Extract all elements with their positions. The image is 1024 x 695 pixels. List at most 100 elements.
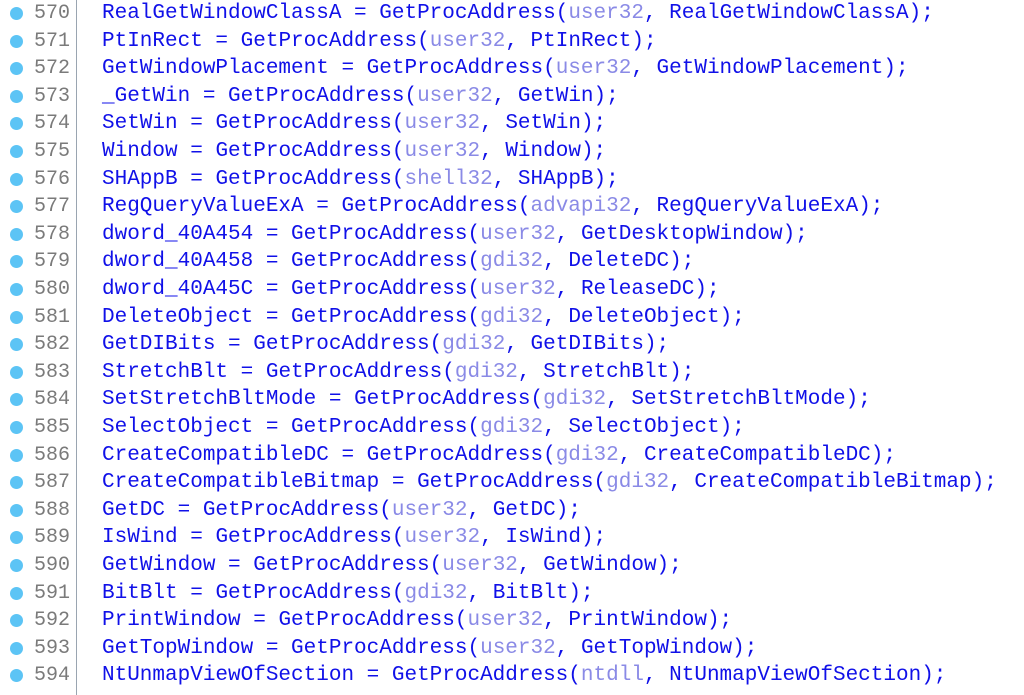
proc-name-arg[interactable]: GetDC	[492, 498, 556, 522]
code-text[interactable]: SHAppB = GetProcAddress(shell32, SHAppB)…	[102, 167, 619, 191]
function-call[interactable]: GetProcAddress	[265, 360, 443, 384]
assign-target[interactable]: PrintWindow	[102, 609, 241, 633]
function-call[interactable]: GetProcAddress	[366, 443, 544, 467]
code-text[interactable]: CreateCompatibleBitmap = GetProcAddress(…	[102, 471, 997, 495]
function-call[interactable]: GetProcAddress	[291, 250, 468, 274]
module-handle[interactable]: user32	[404, 526, 481, 550]
function-call[interactable]: GetProcAddress	[253, 333, 430, 357]
proc-name-arg[interactable]: SelectObject	[568, 416, 720, 439]
proc-name-arg[interactable]: PrintWindow	[568, 609, 707, 633]
module-handle[interactable]: user32	[480, 636, 556, 660]
code-text[interactable]: BitBlt = GetProcAddress(gdi32, BitBlt);	[102, 581, 594, 605]
code-text[interactable]: GetDC = GetProcAddress(user32, GetDC);	[102, 498, 581, 522]
breakpoint-dot-icon[interactable]	[10, 476, 23, 490]
proc-name-arg[interactable]: SetWin	[505, 112, 581, 136]
code-text[interactable]: NtUnmapViewOfSection = GetProcAddress(nt…	[102, 664, 947, 688]
proc-name-arg[interactable]: Window	[505, 140, 581, 163]
code-text[interactable]: PtInRect = GetProcAddress(user32, PtInRe…	[102, 29, 657, 53]
function-call[interactable]: GetProcAddress	[215, 140, 392, 163]
code-text[interactable]: IsWind = GetProcAddress(user32, IsWind);	[102, 526, 607, 550]
function-call[interactable]: GetProcAddress	[228, 84, 405, 108]
breakpoint-dot-icon[interactable]	[10, 172, 23, 186]
code-text[interactable]: GetWindow = GetProcAddress(user32, GetWi…	[102, 554, 682, 577]
proc-name-arg[interactable]: GetTopWindow	[580, 636, 733, 660]
proc-name-arg[interactable]: ReleaseDC	[580, 278, 695, 301]
function-call[interactable]: GetProcAddress	[291, 636, 468, 660]
module-handle[interactable]: gdi32	[480, 305, 544, 329]
code-text[interactable]: SetWin = GetProcAddress(user32, SetWin);	[102, 112, 607, 136]
assign-target[interactable]: PtInRect	[102, 29, 203, 53]
assign-target[interactable]: dword_40A45C	[102, 278, 254, 301]
breakpoint-dot-icon[interactable]	[10, 310, 23, 324]
assign-target[interactable]: RealGetWindowClassA	[102, 2, 342, 25]
module-handle[interactable]: gdi32	[480, 250, 544, 274]
proc-name-arg[interactable]: GetDIBits	[530, 333, 644, 357]
proc-name-arg[interactable]: DeleteDC	[568, 250, 670, 274]
breakpoint-dot-icon[interactable]	[10, 227, 23, 241]
breakpoint-dot-icon[interactable]	[10, 34, 23, 48]
module-handle[interactable]: user32	[417, 84, 493, 108]
module-handle[interactable]: user32	[480, 278, 556, 301]
breakpoint-dot-icon[interactable]	[10, 7, 23, 20]
code-line[interactable]: 573_GetWin = GetProcAddress(user32, GetW…	[0, 83, 1024, 111]
breakpoint-dot-icon[interactable]	[10, 614, 23, 628]
proc-name-arg[interactable]: GetWindow	[543, 554, 657, 577]
assign-target[interactable]: NtUnmapViewOfSection	[102, 664, 355, 688]
code-text[interactable]: RealGetWindowClassA = GetProcAddress(use…	[102, 2, 934, 25]
assign-target[interactable]: GetWindowPlacement	[102, 57, 329, 81]
breakpoint-dot-icon[interactable]	[10, 283, 23, 296]
assign-target[interactable]: _GetWin	[102, 84, 191, 108]
assign-target[interactable]: GetDIBits	[102, 333, 216, 357]
function-call[interactable]: GetProcAddress	[291, 222, 468, 246]
proc-name-arg[interactable]: GetWin	[517, 84, 594, 108]
code-text[interactable]: DeleteObject = GetProcAddress(gdi32, Del…	[102, 305, 745, 329]
assign-target[interactable]: RegQueryValueExA	[102, 195, 304, 219]
proc-name-arg[interactable]: PtInRect	[530, 29, 632, 53]
assign-target[interactable]: GetTopWindow	[102, 636, 254, 660]
module-handle[interactable]: gdi32	[454, 360, 518, 384]
proc-name-arg[interactable]: RealGetWindowClassA	[669, 2, 909, 25]
module-handle[interactable]: user32	[480, 222, 556, 246]
breakpoint-dot-icon[interactable]	[10, 255, 23, 269]
code-text[interactable]: GetWindowPlacement = GetProcAddress(user…	[102, 57, 909, 81]
assign-target[interactable]: dword_40A454	[102, 222, 254, 246]
proc-name-arg[interactable]: SetStretchBltMode	[631, 388, 846, 412]
function-call[interactable]: GetProcAddress	[253, 554, 430, 577]
code-text[interactable]: SelectObject = GetProcAddress(gdi32, Sel…	[102, 416, 745, 439]
function-call[interactable]: GetProcAddress	[291, 305, 468, 329]
breakpoint-dot-icon[interactable]	[10, 89, 23, 103]
proc-name-arg[interactable]: NtUnmapViewOfSection	[669, 664, 922, 688]
assign-target[interactable]: SetStretchBltMode	[102, 388, 317, 412]
module-handle[interactable]: user32	[467, 609, 544, 633]
breakpoint-dot-icon[interactable]	[10, 641, 23, 655]
module-handle[interactable]: user32	[442, 554, 518, 577]
function-call[interactable]: GetProcAddress	[215, 581, 392, 605]
assign-target[interactable]: SHAppB	[102, 167, 178, 191]
proc-name-arg[interactable]: RegQueryValueExA	[656, 195, 859, 219]
code-text[interactable]: dword_40A458 = GetProcAddress(gdi32, Del…	[102, 250, 695, 274]
breakpoint-dot-icon[interactable]	[10, 117, 23, 131]
module-handle[interactable]: gdi32	[555, 443, 619, 467]
assign-target[interactable]: SelectObject	[102, 416, 254, 439]
breakpoint-dot-icon[interactable]	[10, 200, 23, 214]
proc-name-arg[interactable]: BitBlt	[492, 581, 569, 605]
assign-target[interactable]: GetWindow	[102, 554, 216, 577]
code-text[interactable]: dword_40A454 = GetProcAddress(user32, Ge…	[102, 222, 808, 246]
